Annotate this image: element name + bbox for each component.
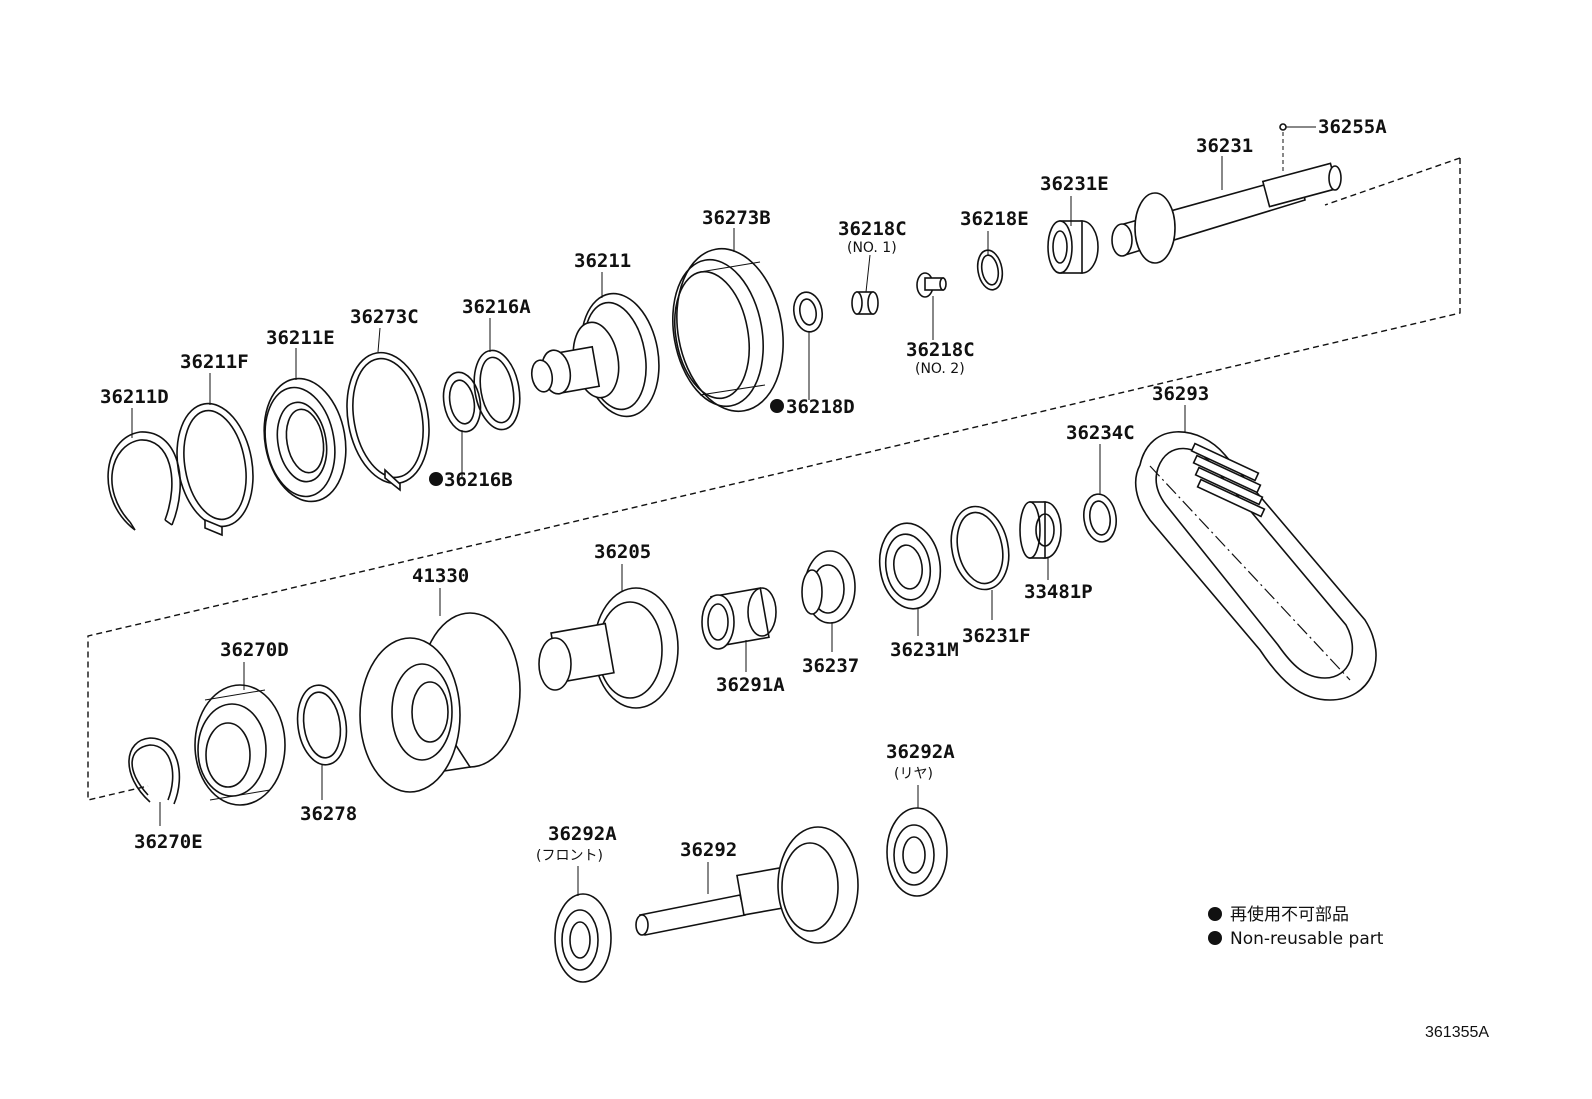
shaft-36292[interactable]: [635, 826, 859, 944]
label-36273b: 36273B: [702, 207, 771, 229]
snap-ring-36211f[interactable]: [168, 398, 262, 537]
snap-ring-36231f[interactable]: [944, 501, 1016, 595]
label-36211e: 36211E: [266, 327, 335, 349]
washer-36234c[interactable]: [1081, 492, 1119, 544]
label-36270d: 36270D: [220, 639, 289, 661]
label-36292: 36292: [680, 839, 737, 861]
legend-bullet-2: [1208, 931, 1222, 945]
non-reusable-marker-36218d: [770, 399, 784, 413]
washer-36216b[interactable]: [439, 369, 485, 434]
legend-bullet-1: [1208, 907, 1222, 921]
label-36278: 36278: [300, 803, 357, 825]
label-36231f: 36231F: [962, 625, 1031, 647]
label-36292a-rear: 36292A: [886, 741, 955, 763]
legend-line-2: Non-reusable part: [1230, 929, 1384, 949]
label-36218d: 36218D: [786, 396, 855, 418]
label-36218c-no1-note: (NO. 1): [847, 240, 897, 256]
label-36205: 36205: [594, 541, 651, 563]
bearing-36211e[interactable]: [255, 372, 355, 508]
needle-bearing-36291a[interactable]: [701, 587, 777, 650]
needle-bearing-36231e[interactable]: [1047, 220, 1099, 274]
label-36216a: 36216A: [462, 296, 531, 318]
shaft-36231[interactable]: [1111, 162, 1342, 264]
label-36231e: 36231E: [1040, 173, 1109, 195]
legend-line-1: 再使用不可部品: [1230, 904, 1349, 925]
washer-36278[interactable]: [293, 682, 352, 768]
figure-id: 361355A: [1425, 1024, 1489, 1041]
gear-36270d[interactable]: [194, 684, 286, 806]
label-36292a-front: 36292A: [548, 823, 617, 845]
label-36292a-front-note: (フロント): [536, 848, 603, 864]
gear-36205[interactable]: [538, 587, 679, 709]
cap-36218c-no1[interactable]: [851, 291, 879, 315]
label-36231: 36231: [1196, 135, 1253, 157]
sprocket-36237[interactable]: [801, 550, 856, 624]
label-36218c-no2-note: (NO. 2): [915, 361, 965, 377]
label-36255a: 36255A: [1318, 116, 1387, 138]
label-36292a-rear-note: (リヤ): [894, 766, 933, 782]
plug-36218c-no2[interactable]: [916, 272, 947, 298]
label-33481p: 33481P: [1024, 581, 1093, 603]
snap-ring-36218e[interactable]: [975, 248, 1006, 292]
label-36291a: 36291A: [716, 674, 785, 696]
label-36216b: 36216B: [444, 469, 513, 491]
bearing-36292a-front[interactable]: [554, 893, 612, 983]
label-36234c: 36234C: [1066, 422, 1135, 444]
ring-gear-36273b[interactable]: [662, 240, 796, 420]
label-36211f: 36211F: [180, 351, 249, 373]
label-36211: 36211: [574, 250, 631, 272]
label-36237: 36237: [802, 655, 859, 677]
label-36218c-no2: 36218C: [906, 339, 975, 361]
chain-links: [1190, 442, 1266, 518]
label-41330: 41330: [412, 565, 469, 587]
leader-lines: [131, 123, 1316, 896]
snap-ring-36273c[interactable]: [337, 346, 439, 492]
label-36273c: 36273C: [350, 306, 419, 328]
label-36293: 36293: [1152, 383, 1209, 405]
label-36211d: 36211D: [100, 386, 169, 408]
snap-ring-36211d[interactable]: [107, 431, 181, 531]
gear-36211[interactable]: [529, 287, 668, 422]
label-36270e: 36270E: [134, 831, 203, 853]
bearing-33481p[interactable]: [1019, 501, 1062, 559]
bearing-36231m[interactable]: [874, 519, 945, 613]
legend: 再使用不可部品 Non-reusable part: [1208, 904, 1384, 949]
bearing-36292a-rear[interactable]: [886, 807, 948, 897]
assembly-boundary: [87, 157, 1461, 801]
chain-36293[interactable]: [1134, 431, 1377, 701]
non-reusable-marker-36216b: [429, 472, 443, 486]
label-36218e: 36218E: [960, 208, 1029, 230]
drum-41330[interactable]: [359, 612, 521, 793]
label-36231m: 36231M: [890, 639, 959, 661]
washer-36218d[interactable]: [791, 290, 826, 334]
label-36218c-no1: 36218C: [838, 218, 907, 240]
snap-ring-36270e[interactable]: [128, 737, 181, 805]
